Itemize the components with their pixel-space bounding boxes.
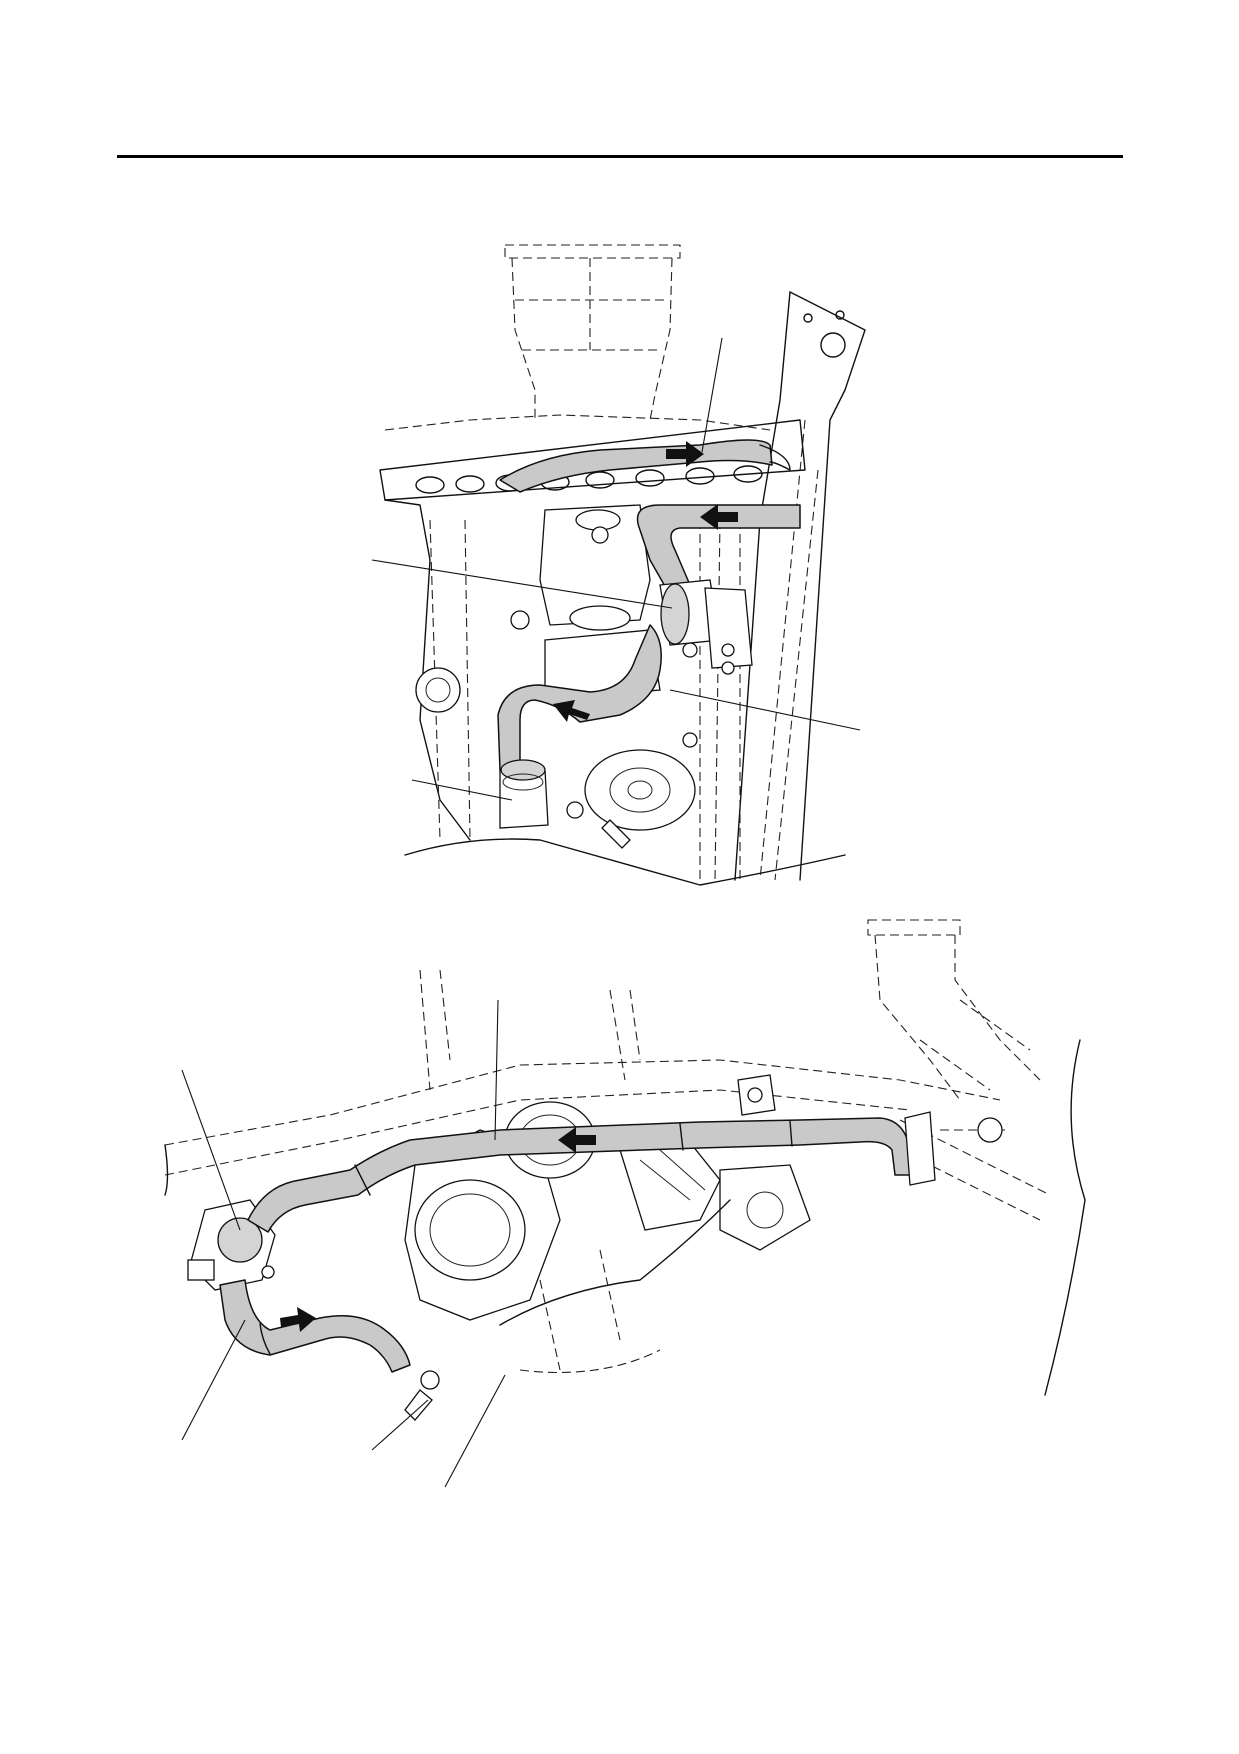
section-cut-line-upper (404, 838, 846, 886)
leader-line-lower-3 (181, 1319, 246, 1441)
flow-arrow-lower-1 (558, 1127, 596, 1153)
intake-duct-lower (867, 919, 1086, 1396)
leader-line-lower-2 (181, 1069, 241, 1231)
leader-line-upper-3 (669, 689, 861, 731)
coolant-hose-long (247, 1117, 911, 1233)
intake-funnel-top (504, 244, 681, 421)
thermostat-housing (659, 579, 753, 675)
flow-arrow-upper-1 (666, 441, 704, 467)
sensor-connector (737, 1074, 1010, 1186)
flow-arrow-upper-3 (553, 700, 590, 722)
coolant-hose-lower (497, 624, 662, 771)
coolant-hose-top (499, 439, 791, 493)
coolant-hose-bottom (219, 1279, 411, 1373)
flow-arrow-lower-2 (280, 1307, 316, 1332)
coolant-hose-right (636, 504, 801, 596)
leader-line-lower-4 (371, 1399, 429, 1451)
throttle-body-assembly (404, 1101, 811, 1421)
leader-line-upper-4 (411, 779, 513, 801)
leader-line-upper-2 (371, 559, 673, 609)
frame-rails-lower (164, 969, 1001, 1196)
header-rule (117, 155, 1123, 158)
water-pump-outlet (499, 759, 549, 829)
leader-line-lower-1 (494, 999, 499, 1141)
leader-line-upper-1 (701, 337, 723, 453)
leader-line-lower-5 (444, 1374, 506, 1488)
flow-arrow-upper-2 (700, 504, 738, 530)
